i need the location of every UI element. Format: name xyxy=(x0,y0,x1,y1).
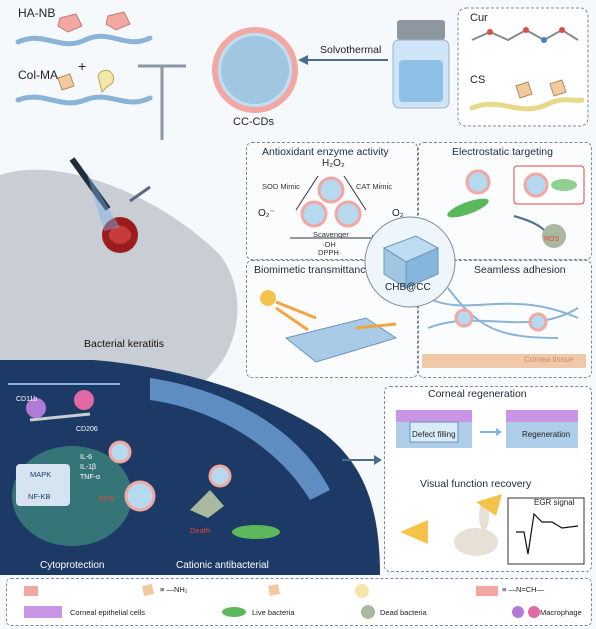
solvothermal-label: Solvothermal xyxy=(320,44,382,56)
ha-nb-label: HA-NB xyxy=(18,6,56,20)
egr-signal-label: EGR signal xyxy=(534,498,575,507)
visual-recovery-graphic xyxy=(400,494,585,565)
regeneration-graphic xyxy=(396,410,578,448)
legend-macrophage: Macrophage xyxy=(540,608,582,617)
dpph-label: DPPH· xyxy=(318,248,342,257)
keratitis-illustration xyxy=(0,360,380,575)
visual-recovery-title: Visual function recovery xyxy=(420,478,532,490)
legend-nh2: ≡ —NH₂ xyxy=(160,585,188,594)
antioxidant-graphic xyxy=(290,175,378,241)
legend-epithelial: Corneal epithelial cells xyxy=(70,608,146,617)
nfkb-label: NF-KB xyxy=(28,492,51,501)
il6-label: IL-6 xyxy=(80,454,93,461)
defect-filling-label: Defect filling xyxy=(412,430,456,439)
o2-minus-label: O₂⁻ xyxy=(258,208,275,219)
cd206-label: CD206 xyxy=(76,426,98,433)
legend-nch: ≡ —N=CH— xyxy=(502,585,545,594)
cur-label: Cur xyxy=(470,12,488,24)
chb-cc-hydrogel xyxy=(364,216,456,308)
biomimetic-title: Biomimetic transmittance xyxy=(254,264,372,276)
oh-label: ·OH xyxy=(322,240,336,249)
adhesion-title: Seamless adhesion xyxy=(474,264,566,276)
electrostatic-ros-label: ROS xyxy=(544,236,560,243)
tnfa-label: TNF-α xyxy=(80,474,100,481)
rabbit-illustration xyxy=(0,157,238,385)
sod-mimic-label: SOD Mimic xyxy=(262,182,300,191)
cytoprotection-label: Cytoprotection xyxy=(40,560,105,571)
mapk-label: MAPK xyxy=(30,470,52,479)
il1b-label: IL-1β xyxy=(80,464,97,471)
regeneration-label: Regeneration xyxy=(522,430,571,439)
scavenger-label: Scavenger xyxy=(313,230,349,239)
antioxidant-title: Antioxidant enzyme activity xyxy=(262,146,389,158)
electrostatic-graphic xyxy=(447,165,585,248)
cat-mimic-label: CAT Mimic xyxy=(356,182,392,191)
death-label: Death xyxy=(190,526,211,535)
h2o2-label: H₂O₂ xyxy=(322,158,345,169)
legend-live: Live bacteria xyxy=(252,608,295,617)
legend-dead: Dead bacteria xyxy=(380,608,427,617)
biomimetic-graphic xyxy=(260,290,398,363)
cc-cds-label: CC-CDs xyxy=(233,116,274,128)
cornea-tissue-label: Cornea tissue xyxy=(524,355,574,364)
regeneration-title: Corneal regeneration xyxy=(428,388,527,400)
plus-sign: + xyxy=(78,58,87,74)
keratitis-ros-label: ROS xyxy=(98,494,115,503)
keratitis-title: Bacterial keratitis xyxy=(84,338,164,350)
chb-cc-label: CHB@CC xyxy=(385,282,431,293)
result-arrow xyxy=(342,455,382,465)
synthesis-graphic xyxy=(15,7,589,140)
electrostatic-title: Electrostatic targeting xyxy=(452,146,553,158)
adhesion-graphic xyxy=(422,287,586,368)
cationic-label: Cationic antibacterial xyxy=(176,560,269,571)
col-ma-label: Col-MA xyxy=(18,68,59,82)
legend-icons xyxy=(24,584,540,619)
cs-label: CS xyxy=(470,74,486,86)
cd11b-label: CD11b xyxy=(16,396,38,403)
o2-label: O₂ xyxy=(392,208,404,219)
